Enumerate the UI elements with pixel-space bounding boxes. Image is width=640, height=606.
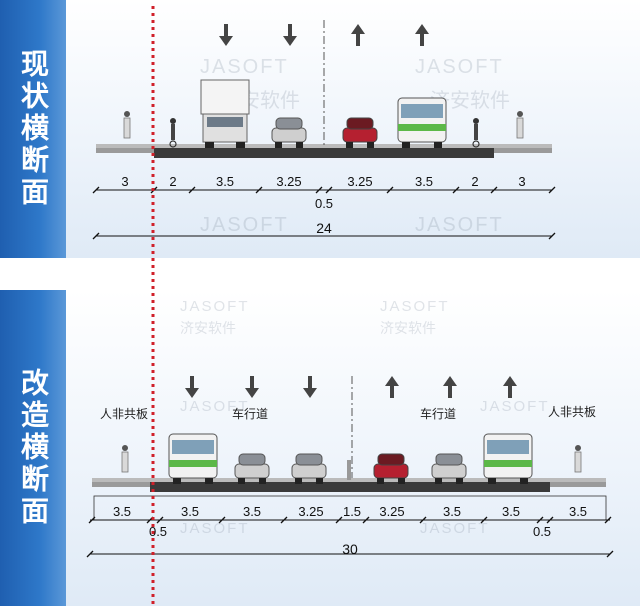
dim-label: 3.5	[501, 504, 521, 519]
sidewalk-left	[92, 482, 150, 487]
watermark-latin: JASOFT	[200, 214, 289, 236]
dim-label-median: 0.5	[314, 196, 334, 211]
dim-label: 2	[471, 174, 479, 189]
arrow-down-icon	[219, 24, 233, 46]
truck-icon	[200, 79, 250, 149]
car-icon	[342, 117, 378, 149]
bus-icon	[483, 433, 533, 485]
proposed-panel	[0, 290, 640, 606]
watermark-latin: JASOFT	[380, 298, 450, 315]
sidewalk-right	[550, 482, 606, 487]
pedestrian-icon	[516, 110, 524, 139]
dim-label: 3.5	[215, 174, 235, 189]
dim-label-small: 0.5	[532, 524, 552, 539]
arrow-down-icon	[245, 376, 259, 398]
arrow-down-icon	[185, 376, 199, 398]
cyclist-icon	[169, 117, 177, 148]
dim-label: 3.5	[242, 504, 262, 519]
bus-icon	[397, 97, 447, 149]
carriageway	[154, 148, 494, 158]
existing-title-bar: 现状横断面	[0, 0, 66, 258]
watermark-latin: JASOFT	[180, 298, 250, 315]
dim-label: 3.5	[442, 504, 462, 519]
section-label: 车行道	[232, 407, 269, 421]
dim-label: 3.25	[276, 174, 302, 189]
dim-label-total: 30	[342, 541, 358, 557]
arrow-down-icon	[303, 376, 317, 398]
proposed-title: 改造横断面	[17, 368, 50, 528]
arrow-up-icon	[503, 376, 517, 398]
dim-label: 3.5	[568, 504, 588, 519]
dim-label: 3	[518, 174, 526, 189]
dim-label: 3.25	[347, 174, 373, 189]
dim-label: 3.5	[180, 504, 200, 519]
existing-panel	[0, 0, 640, 258]
watermark-latin: JASOFT	[415, 56, 504, 78]
pedestrian-icon	[123, 110, 131, 139]
section-label: 人非共板	[100, 407, 149, 421]
watermark-latin: JASOFT	[480, 398, 550, 415]
arrow-up-icon	[385, 376, 399, 398]
section-label: 车行道	[420, 407, 457, 421]
pedestrian-icon	[121, 444, 129, 473]
sidewalk-surface	[96, 144, 552, 148]
section-label: 人非共板	[548, 405, 597, 419]
proposed-title-bar: 改造横断面	[0, 290, 66, 606]
arrow-up-icon	[415, 24, 429, 46]
watermark-cn: 济安软件	[180, 321, 236, 337]
bus-icon	[168, 433, 218, 485]
watermark-latin: JASOFT	[420, 520, 490, 537]
arrow-down-icon	[283, 24, 297, 46]
car-icon	[271, 117, 307, 149]
median-post	[347, 460, 351, 480]
dim-label: 2	[169, 174, 177, 189]
watermark-latin: JASOFT	[180, 520, 250, 537]
dim-label: 3.5	[112, 504, 132, 519]
pedestrian-icon	[574, 444, 582, 473]
dim-label: 3.25	[379, 504, 405, 519]
dim-label: 3.5	[414, 174, 434, 189]
sidewalk-right	[494, 148, 552, 153]
watermark-latin: JASOFT	[200, 56, 289, 78]
dim-label: 3	[121, 174, 129, 189]
existing-title: 现状横断面	[17, 49, 50, 209]
arrow-up-icon	[351, 24, 365, 46]
sidewalk-left	[96, 148, 154, 153]
watermark-latin: JASOFT	[415, 214, 504, 236]
dim-label: 1.5	[342, 504, 362, 519]
watermark-cn: 济安软件	[380, 321, 436, 337]
cyclist-icon	[472, 117, 480, 148]
dim-label-total: 24	[316, 220, 332, 236]
arrow-up-icon	[443, 376, 457, 398]
dim-label: 3.25	[298, 504, 324, 519]
watermark-latin: JASOFT	[180, 398, 250, 415]
dim-label-small: 0.5	[148, 524, 168, 539]
carriageway	[150, 482, 550, 492]
